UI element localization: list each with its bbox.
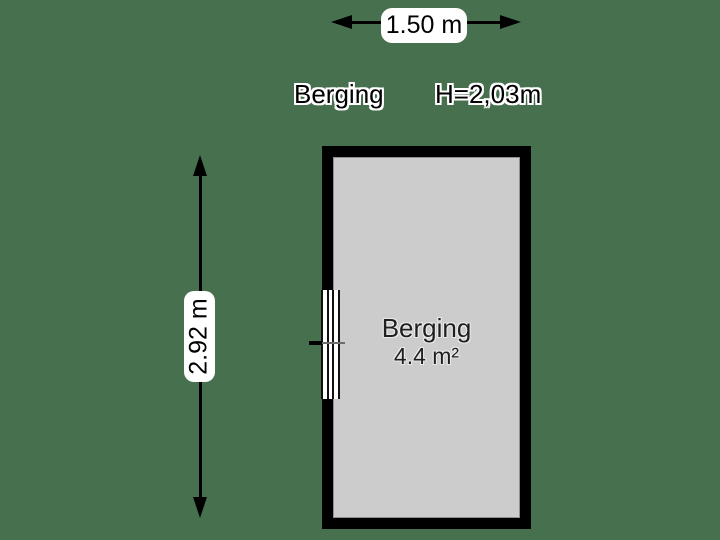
room-floor (333, 157, 520, 518)
plan-title-room-name: Berging (294, 79, 384, 109)
room-label: Berging 4.4 m² (334, 314, 519, 369)
window-frame-line (326, 290, 329, 399)
vertical-dimension-label: 2.92 m (184, 291, 215, 382)
arrowhead-down-icon (193, 497, 207, 518)
arrowhead-left-icon (331, 15, 352, 29)
horizontal-dimension-label: 1.50 m (381, 8, 467, 43)
room-name-text: Berging (381, 313, 472, 343)
window-frame-line (338, 290, 340, 399)
arrowhead-up-icon (193, 155, 207, 176)
window-symbol (321, 290, 340, 399)
vertical-dimension-text: 2.92 m (185, 298, 213, 375)
room-area-text: 4.4 m² (393, 343, 460, 369)
plan-title-ceiling-height: H=2,03m (435, 79, 542, 109)
window-center-tick-outer (309, 341, 322, 345)
window-center-tick-inner (322, 342, 345, 344)
window-frame-line (332, 290, 334, 399)
window-frame-line (321, 290, 323, 399)
arrowhead-right-icon (500, 15, 521, 29)
